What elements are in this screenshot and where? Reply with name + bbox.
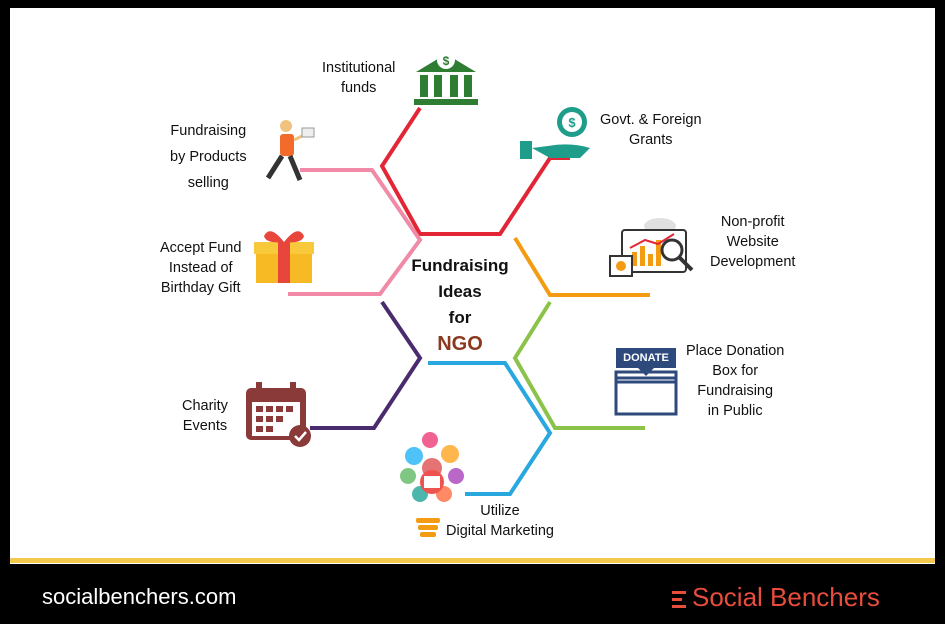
blue-connector [428, 361, 553, 496]
svg-text:$: $ [443, 54, 450, 68]
gift-icon [254, 231, 314, 283]
footer-divider [10, 558, 935, 563]
orange-connector [513, 236, 650, 297]
hand-coin-icon: $ [520, 107, 590, 159]
red-connector [379, 106, 570, 236]
purple-connector [310, 300, 423, 430]
digital-marketing-icon [400, 432, 464, 537]
calendar-icon [246, 382, 311, 447]
diagram-canvas: $ $ [10, 8, 935, 564]
brand-bars-icon [672, 587, 686, 612]
salesperson-icon [265, 120, 315, 181]
website-analytics-icon [609, 218, 694, 277]
pink-connector [288, 168, 423, 296]
footer-site-link[interactable]: socialbenchers.com [42, 584, 237, 609]
bank-icon: $ [414, 51, 478, 105]
brand-logo: Social Benchers [672, 582, 880, 613]
brand-name: Social Benchers [692, 582, 880, 612]
donation-box-icon [614, 348, 678, 416]
donate-sign-text: DONATE [623, 352, 669, 364]
center-title: Fundraising Ideas for NGO [411, 256, 509, 355]
green-connector [512, 300, 645, 430]
svg-text:$: $ [568, 115, 576, 130]
footer: socialbenchers.com Social Benchers [0, 565, 945, 624]
mind-map-lines: $ $ [246, 51, 694, 537]
